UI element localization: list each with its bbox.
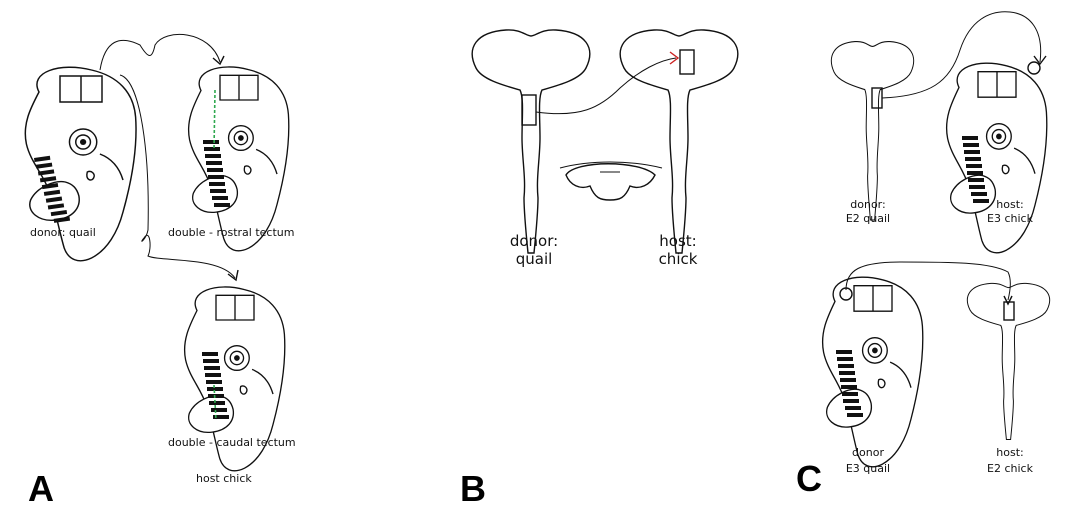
panel-b-donor-line2: quail [502, 250, 566, 268]
panel-c-bottom-host-line2: E2 chick [980, 462, 1040, 475]
panel-c-bottom-host-line1: host: [980, 446, 1040, 459]
panel-c-top-host-line1: host: [980, 198, 1040, 211]
panel-a-arrow-top [100, 34, 220, 70]
panel-b-host-line2: chick [646, 250, 710, 268]
panel-c-bottom-donor-embryo [823, 277, 923, 467]
panel-a-rostral-embryo [189, 67, 289, 251]
panel-b-cross-section [560, 162, 662, 200]
panel-c-letter: C [796, 458, 822, 500]
panel-a-caudal-label: double - caudal tectum [168, 436, 296, 449]
panel-c-top-donor-line2: E2 quail [838, 212, 898, 225]
panel-b-donor-line1: donor: [502, 232, 566, 250]
panel-a-donor-label: donor: quail [30, 226, 96, 239]
panel-c-bottom-donor-line2: E3 quail [838, 462, 898, 475]
panel-b-letter: B [460, 468, 486, 510]
panel-a-letter: A [28, 468, 54, 510]
panel-c-top-donor-tube [831, 42, 913, 220]
panel-b-host-line1: host: [646, 232, 710, 250]
panel-a-host-label: host chick [196, 472, 252, 485]
panel-c-top-donor-line1: donor: [838, 198, 898, 211]
panel-c-bottom-host-tube [967, 283, 1049, 439]
panel-c-bottom-donor-line1: donor [838, 446, 898, 459]
panel-b-donor-tube [472, 30, 590, 253]
panel-b-host-tube [620, 30, 738, 253]
panel-a-rostral-label: double - rostral tectum [168, 226, 294, 239]
panel-c-top-host-line2: E3 chick [980, 212, 1040, 225]
